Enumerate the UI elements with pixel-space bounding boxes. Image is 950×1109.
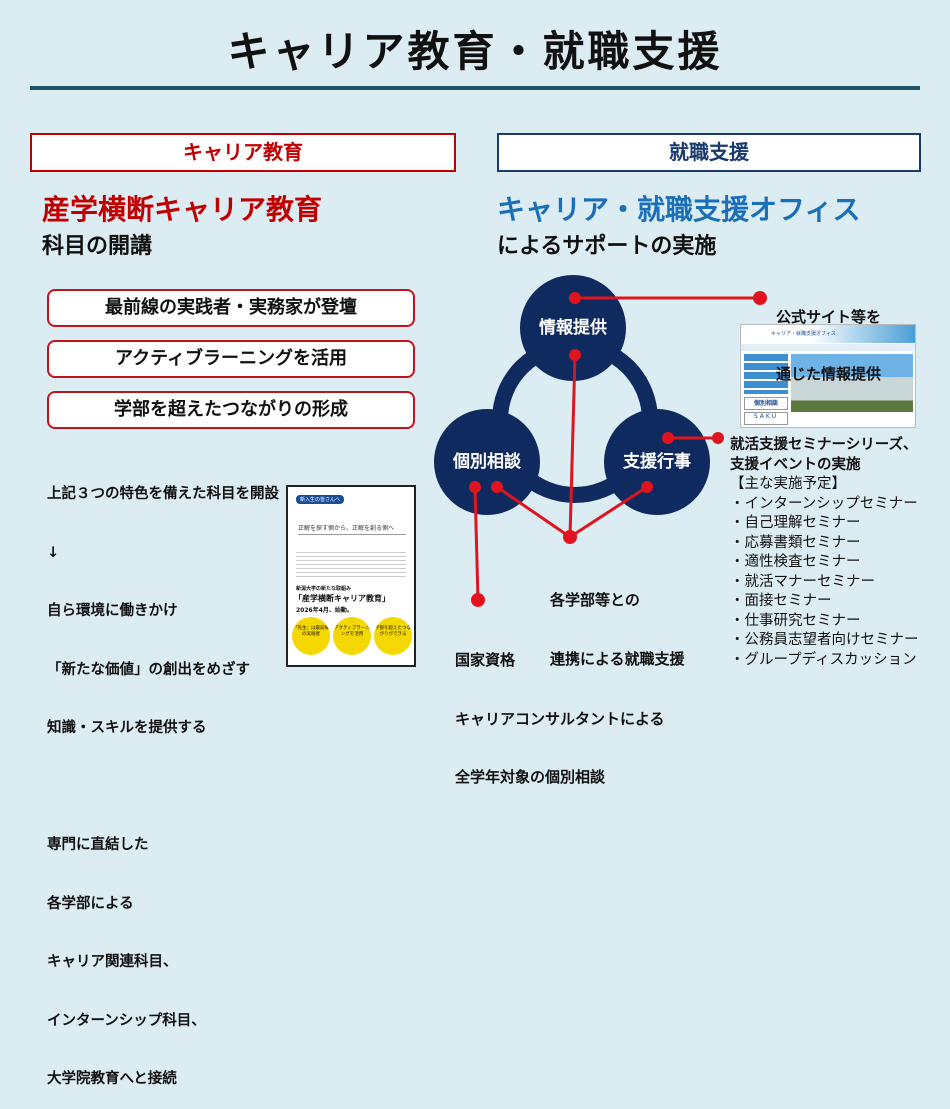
event-item: ・就活マナーセミナー [730,573,875,590]
connector-line [473,486,480,601]
brochure-bubble: 「先生」は最前線の実践者 [292,617,330,655]
callout-faculty: 各学部等との 連携による就職支援 [550,552,685,689]
desc-line: 「新たな価値」の創出をめざす [47,661,250,678]
title-divider [30,86,920,90]
desc-line: 自ら環境に働きかけ [47,603,178,619]
site-office-name: キャリア・就職支援オフィス [771,331,836,337]
event-item: ・インターンシップセミナー [730,495,918,512]
desc-line: 大学院教育へと接続 [47,1071,177,1087]
site-saku: SAKU [744,412,788,425]
connector-dot [753,291,767,305]
connector-dot [471,593,485,607]
brochure-image: 新入生の皆さんへ 正解を探す側から、正解を創る側へ 新潟大学の新たな取組み 「産… [286,485,416,667]
callout-consult: 国家資格 キャリアコンサルタントによる 全学年対象の個別相談 [455,612,665,807]
callout-info: 公式サイト等を 通じた情報提供 [776,270,881,403]
brochure-bubble: アクティブラーニングを活用 [333,617,371,655]
desc-line: キャリア関連科目、 [47,954,178,970]
site-header: キャリア・就職支援オフィス [741,325,915,343]
career-education-header: キャリア教育 [30,133,456,172]
connector-dot [569,292,581,304]
callout-line: 通じた情報提供 [776,365,882,383]
circle-individual-consultation: 個別相談 [434,409,540,515]
event-item: ・公務員志望者向けセミナー [730,632,919,648]
desc-line: 各学部による [47,895,134,912]
connector-dot [662,432,674,444]
job-support-header: 就職支援 [497,133,921,172]
desc-line: 上記３つの特色を備えた科目を開設 [47,486,279,502]
events-title: 就活支援セミナーシリーズ、 [730,437,918,453]
brochure-date: 2026年4月、始動。 [296,607,353,614]
connector-dot [712,432,724,444]
desc-arrow: ↓ [47,544,60,561]
desc-line: 知識・スキルを提供する [47,720,207,736]
feature-active-learning: アクティブラーニングを活用 [47,340,415,378]
event-item: ・グループディスカッション [730,651,917,668]
job-support-headline: キャリア・就職支援オフィス [497,193,861,226]
callout-line: 各学部等との [550,591,640,609]
event-item: ・適性検査セミナー [730,554,861,570]
career-education-subline: 科目の開講 [42,234,153,259]
connector-dot [563,530,577,544]
site-menu [744,354,788,394]
job-support-subline: によるサポートの実施 [497,234,717,259]
event-item: ・応募書類セミナー [730,534,861,551]
events-list: 就活支援セミナーシリーズ、 支援イベントの実施 【主な実施予定】 ・インターンシ… [730,436,919,670]
connector-dot [491,481,503,493]
site-photo [791,354,913,412]
circle-support-events: 支援行事 [604,409,710,515]
brochure-lead: 新潟大学の新たな取組み [296,586,352,592]
connector-line [569,485,648,539]
career-education-headline: 産学横断キャリア教育 [42,193,323,226]
brochure-name: 「産学横断キャリア教育」 [294,594,390,603]
circle-info-provision: 情報提供 [520,275,626,381]
feature-practitioners: 最前線の実践者・実務家が登壇 [47,289,415,327]
connector-line [496,485,571,539]
callout-line: 全学年対象の個別相談 [455,768,606,786]
connector-lines [469,291,767,607]
connector-dot [469,481,481,493]
website-screenshot: キャリア・就職支援オフィス 個別相談 SAKU [740,324,916,428]
event-item: ・自己理解セミナー [730,515,861,531]
connector-dot [569,349,581,361]
brochure-bubble: 学部を超えたつながりができる [374,617,412,655]
callout-line: 連携による就職支援 [550,649,685,668]
events-title: 支援イベントの実施 [730,456,861,473]
callout-line: キャリアコンサルタントによる [455,709,665,728]
events-planned: 【主な実施予定】 [730,476,846,492]
brochure-tag: 新入生の皆さんへ [296,495,345,504]
desc-line: インターンシップ科目、 [47,1012,206,1029]
page-title: キャリア教育・就職支援 [227,27,723,76]
callout-line: 公式サイト等を [776,308,882,326]
site-banner: 個別相談 [744,397,788,410]
event-item: ・面接セミナー [730,593,832,609]
desc-line: 専門に直結した [47,837,149,853]
feature-cross-faculty: 学部を超えたつながりの形成 [47,391,415,429]
connector-dot [641,481,653,493]
desc-spacer [47,778,279,798]
event-item: ・仕事研究セミナー [730,612,861,629]
brochure-body-text [296,549,406,579]
connector-line [568,354,577,538]
brochure-catch: 正解を探す側から、正解を創る側へ [298,523,406,535]
site-nav [741,344,915,351]
callout-line: 国家資格 [455,651,516,669]
